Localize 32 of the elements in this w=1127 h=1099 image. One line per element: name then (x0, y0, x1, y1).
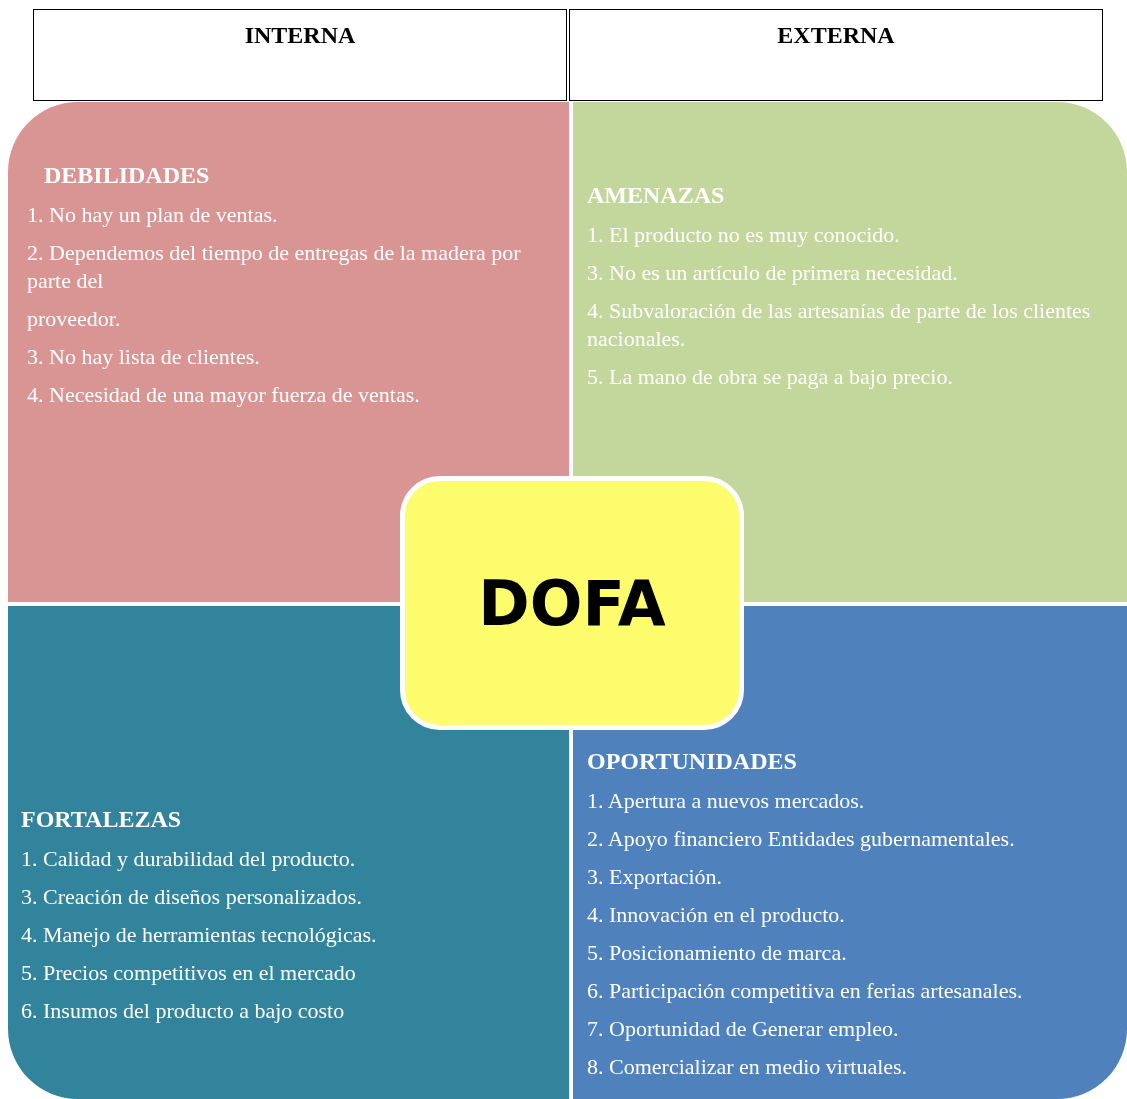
center-box (400, 476, 744, 730)
center-title: DOFA (478, 566, 666, 640)
list-item: 1. El producto no es muy conocido. (587, 221, 901, 249)
quadrant-heading: OPORTUNIDADES (587, 748, 798, 775)
list-item: 5. Precios competitivos en el mercado (21, 959, 357, 987)
header-text: INTERNA (244, 22, 356, 48)
list-item: 3. No hay lista de clientes. (27, 343, 261, 371)
list-item: 2. Dependemos del tiempo de entregas de la madera por parte del (27, 239, 522, 295)
list-item: 4. Manejo de herramientas tecnológicas. (21, 921, 378, 949)
list-item: 3. Creación de diseños personalizados. (21, 883, 363, 911)
quadrant-heading: AMENAZAS (587, 182, 726, 209)
list-item: 3. Exportación. (587, 863, 724, 891)
list-item: 7. Oportunidad de Generar empleo. (587, 1015, 900, 1043)
list-item: 6. Participación competitiva en ferias artesanales. (587, 977, 1024, 1005)
list-item: 4. Innovación en el producto. (587, 901, 846, 929)
quadrant-heading: FORTALEZAS (21, 806, 183, 833)
list-item: 2. Apoyo financiero Entidades gubernamentales. (587, 825, 1016, 853)
list-item: 5. La mano de obra se paga a bajo precio. (587, 363, 954, 391)
list-item: proveedor. (27, 305, 122, 333)
list-item: 1. Calidad y durabilidad del producto. (21, 845, 357, 873)
header-text: EXTERNA (777, 22, 895, 48)
column-header (33, 9, 567, 101)
list-item: 8. Comercializar en medio virtuales. (587, 1053, 909, 1081)
list-item: 1. Apertura a nuevos mercados. (587, 787, 866, 815)
list-item: 4. Subvaloración de las artesanías de parte de los clientes nacionales. (587, 297, 1092, 353)
list-item: 4. Necesidad de una mayor fuerza de ventas. (27, 381, 421, 409)
column-header (569, 9, 1103, 101)
list-item: 5. Posicionamiento de marca. (587, 939, 848, 967)
list-item: 6. Insumos del producto a bajo costo (21, 997, 346, 1025)
list-item: 1. No hay un plan de ventas. (27, 201, 279, 229)
quadrant-heading: DEBILIDADES (44, 162, 211, 189)
list-item: 3. No es un artículo de primera necesidad. (587, 259, 959, 287)
